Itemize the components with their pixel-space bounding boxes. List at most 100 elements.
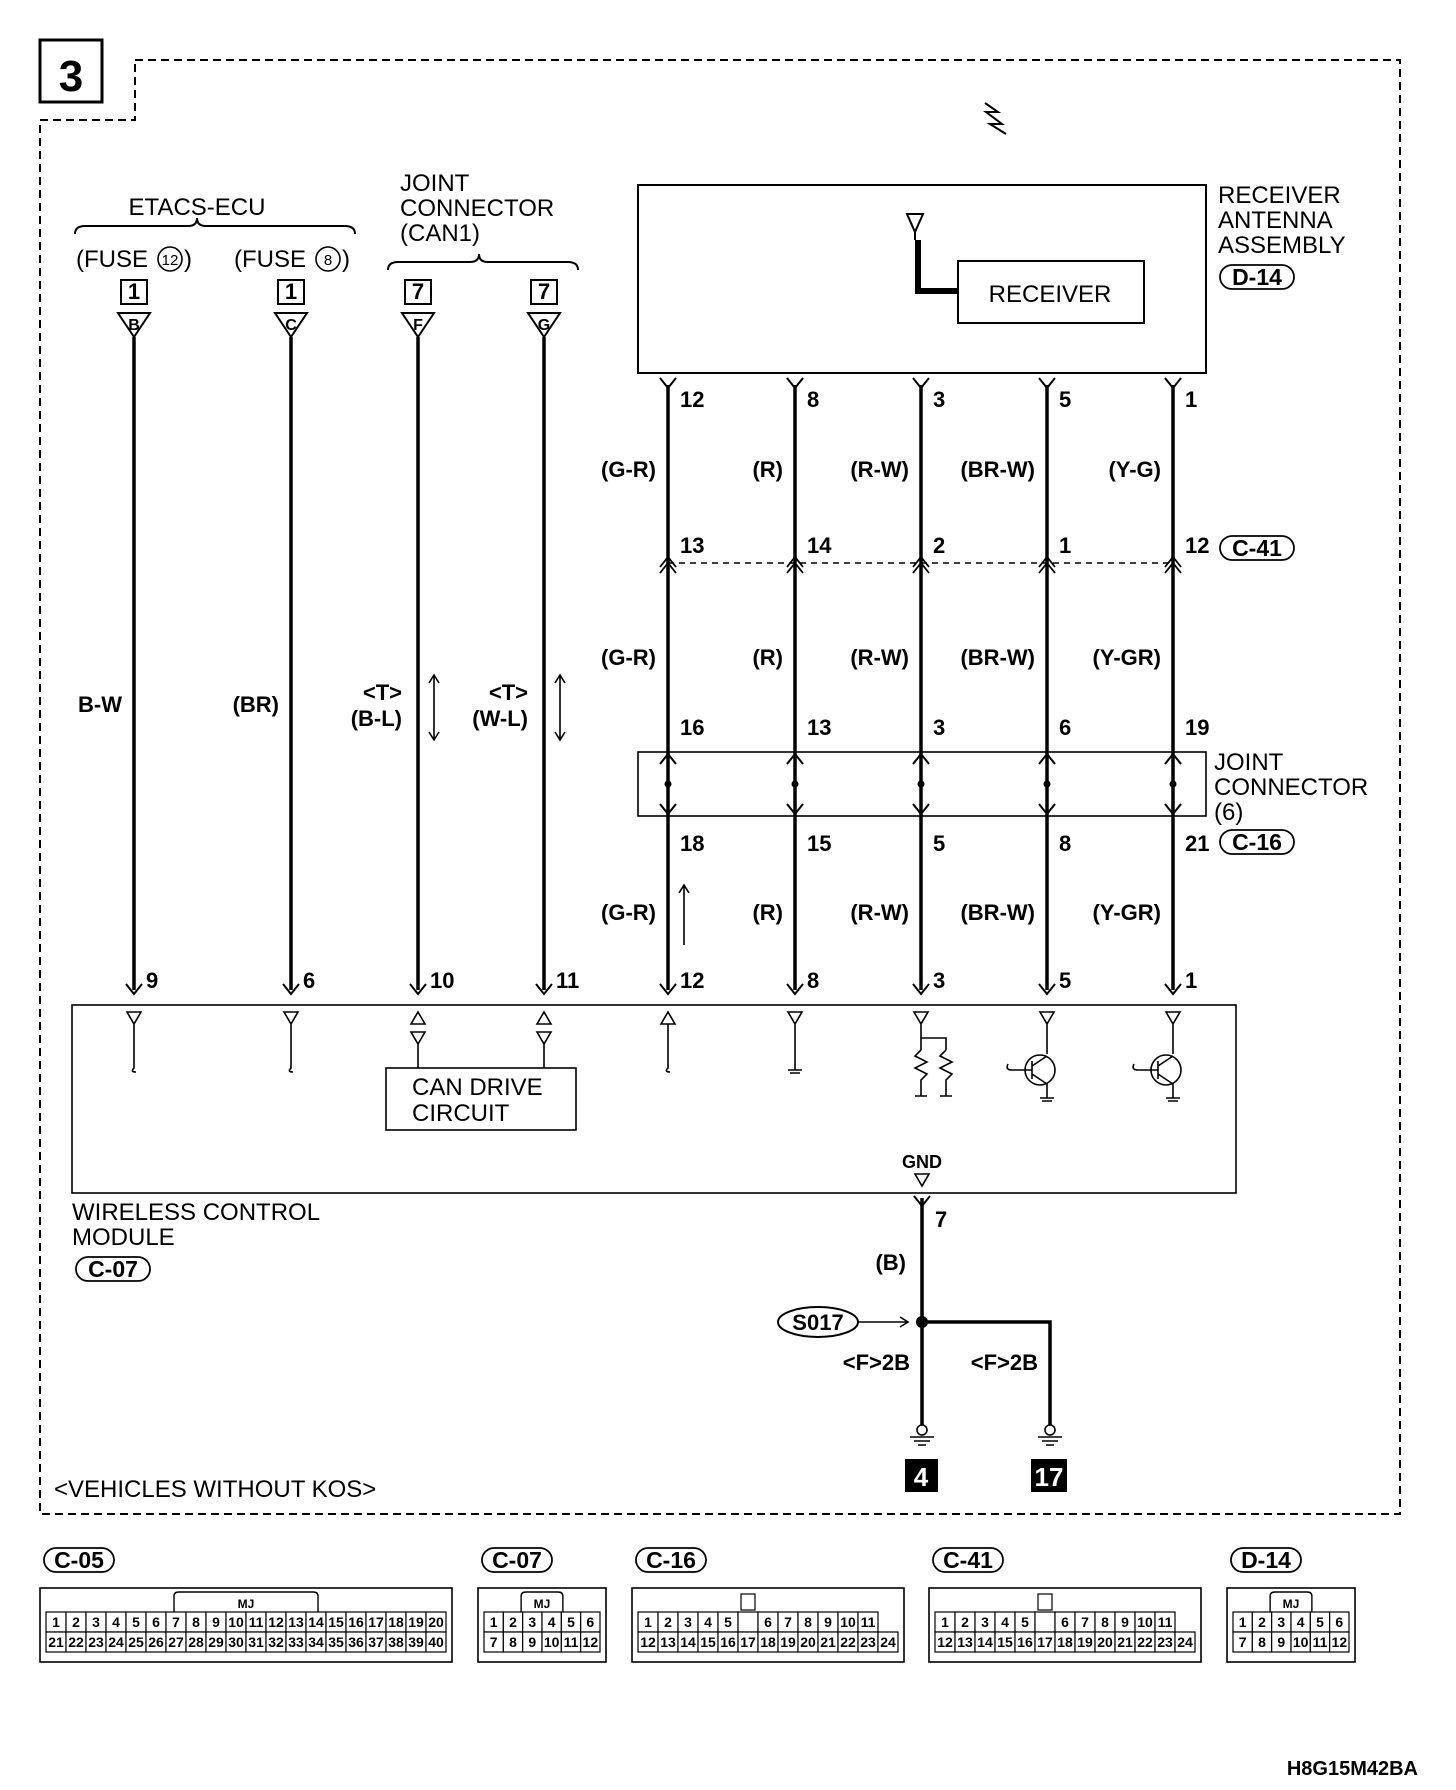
fuse-a-close: ) [184,246,192,273]
c16-in-pin: 19 [1185,715,1209,740]
connector-cell-number: 20 [428,1614,444,1630]
connector-view-latch [173,1591,319,1612]
connector-cell-number: 7 [1239,1634,1247,1650]
connector-cell-number: 33 [288,1634,304,1650]
connector-cell-number: 29 [208,1634,224,1650]
connector-cell-number: 21 [820,1634,836,1650]
terminal-fork [1038,803,1056,816]
receiver-assembly-connector-box [1219,264,1295,290]
module-pin: 6 [303,968,315,993]
ground-ref-right-box [1031,1459,1067,1492]
connector-cell-number: 16 [1017,1634,1033,1650]
connector-cell-number: 21 [48,1634,64,1650]
wire-color-upper: (R) [752,457,783,482]
footer-note: <VEHICLES WITHOUT KOS> [54,1476,376,1503]
receiver-pin: 3 [933,387,945,412]
connector-number: 1 [128,279,140,304]
fuse-b-label: (FUSE [234,246,306,273]
can-drive-line1: CAN DRIVE [412,1074,543,1101]
ground-wire [920,1198,1052,1425]
connector-cell-number: 1 [644,1614,652,1630]
c41-label: C-41 [1232,535,1282,561]
terminal-fork [912,377,930,390]
diagram-code: H8G15M42BA [1287,1758,1418,1780]
connector-number: 7 [538,279,550,304]
splice-dot [916,1316,928,1328]
fuse-b-circle [315,246,341,272]
connector-cell-number: 15 [328,1614,344,1630]
terminal-fork [786,983,804,996]
connector-cell [877,1631,899,1653]
connector-number: 7 [412,279,424,304]
frame-border [39,59,1401,1515]
module-internals [125,1010,1182,1102]
wire-color-lower: (Y-GR) [1093,900,1161,925]
connector-cell-number: 8 [804,1614,812,1630]
etacs-brace [74,217,356,235]
wire-color-lower: (BR-W) [960,900,1035,925]
connector-cell-number: 37 [368,1634,384,1650]
c16-in-pin: 6 [1059,715,1071,740]
connector-cell-number: 5 [724,1614,732,1630]
terminal-fork [1038,752,1056,765]
connector-cell-number: 21 [1117,1634,1133,1650]
connector-cell-number: 20 [1097,1634,1113,1650]
connector-view-latch [520,1591,564,1612]
fuse-b-number: 8 [324,252,332,269]
left-wire-2: 1C6(BR) [233,279,315,996]
gnd-label: GND [902,1152,942,1172]
connector-cell-number: 18 [388,1614,404,1630]
receiver-pin: 1 [1185,387,1197,412]
connector-view-mark: MJ [1283,1597,1300,1611]
connector-view-label-box [1230,1547,1302,1573]
joint-connector-6-box [637,751,1207,817]
connector-cell-number: 22 [68,1634,84,1650]
connector-cell [425,1631,447,1653]
terminal-fork [659,803,677,816]
connector-cell-number: 38 [388,1634,404,1650]
wire-color: (B-L) [351,706,402,731]
connector-cell-number: 10 [228,1614,244,1630]
connector-cell-number: 32 [268,1634,284,1650]
connector-cell-number: 24 [108,1634,124,1650]
connector-cell-number: 1 [941,1614,949,1630]
c16-out-pin: 15 [807,831,831,856]
c16-out-pin: 5 [933,831,945,856]
connector-cell-number: 14 [977,1634,993,1650]
wireless-symbol-icon [983,102,1007,135]
connector-cell-number: 1 [1239,1614,1247,1630]
wire-color-upper: (BR-W) [960,457,1035,482]
connector-cell-number: 19 [408,1614,424,1630]
connector-cell-number: 5 [132,1614,140,1630]
ground-ref-right: 17 [1035,1462,1064,1492]
etacs-label: ETACS-ECU [129,194,266,221]
terminal-triangle [400,312,436,339]
connector-cell-number: 14 [680,1634,696,1650]
connector-view-key [1037,1593,1053,1611]
connector-cell-number: 25 [128,1634,144,1650]
connector-cell-number: 8 [192,1614,200,1630]
connector-cell-number: 4 [112,1614,120,1630]
joint-can1-line1: JOINT [400,170,470,197]
connector-cell-number: 7 [172,1614,180,1630]
connector-cell-number: 12 [583,1634,599,1650]
connector-cell-number: 3 [684,1614,692,1630]
terminal-fork [1164,752,1182,765]
connector-view-key [740,1593,756,1611]
terminal-fork [912,803,930,816]
bidirectional-arrow-icon [554,673,566,742]
wire-color-lower: (R) [752,900,783,925]
connector-cell-number: 3 [1277,1614,1285,1630]
connector-cell-number: 23 [1157,1634,1173,1650]
module-pin: 11 [556,968,579,993]
module-connector: C-07 [88,1256,138,1282]
receiver-assembly-line1: RECEIVER [1218,182,1341,209]
right-wire-3: 3(R-W)2(R-W)35(R-W)3 [850,377,945,996]
connector-cell-number: 23 [860,1634,876,1650]
connector-number-box [530,279,558,305]
